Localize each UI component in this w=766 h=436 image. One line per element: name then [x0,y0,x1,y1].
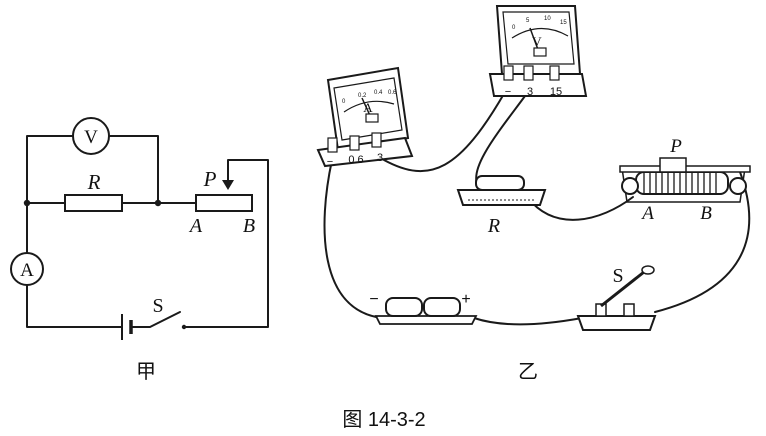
battery-negative: − [369,291,378,308]
switch-label: S [152,295,163,317]
wire-voltmeter-right [108,135,159,204]
wire-switch-blade [130,311,181,328]
slider-arrowhead [222,180,234,190]
wire-to-voltmeter-left [26,135,74,204]
ammeter-symbol [10,252,44,286]
slider-label: P [203,167,217,191]
resistor-device: R [456,175,547,237]
junction-right [154,199,162,207]
resistor-device-label: R [487,215,500,237]
wire-ammeter3-to-voltmeter-neg [383,91,506,173]
ammeter-tick-1: 0.2 [358,93,367,99]
ammeter-tick-2: 0.4 [374,90,383,96]
panel-label-yi: 乙 [518,361,538,383]
rheostat-end-a: A [640,203,654,224]
switch-device-label: S [612,265,623,287]
physical-diagram: 0 0.2 0.4 0.6 A − 0.6 3 0 5 10 15 V [316,5,751,383]
wire-battery-to-switch [473,317,583,326]
ammeter-tick-3: 0.6 [388,90,397,96]
schematic-diagram: V A R P A B S 甲 [10,117,269,383]
wire-rheostat-b-to-switch [654,171,751,313]
rheostat-device: P A B [619,136,751,224]
voltmeter-symbol [72,117,110,155]
ammeter-tick-0: 0 [342,99,346,105]
voltmeter-tick-2: 10 [544,16,551,22]
panel-label-jia: 甲 [136,361,156,383]
switch-device: S [576,265,657,331]
junction-left [23,199,31,207]
rheostat-end-b: B [700,203,712,224]
wire-r-to-voltmeter-neg [475,95,526,187]
resistor-label: R [87,170,101,194]
figure-caption: 图 14-3-2 [342,409,425,431]
wire-ammeter-to-battery [323,159,383,319]
voltmeter-terminal-15: 15 [550,86,562,98]
voltmeter-terminal-neg: − [505,86,511,98]
switch-contact [181,324,187,330]
wire-r-to-rheostat-a [527,196,634,221]
voltmeter-face-letter: V [532,34,542,49]
voltmeter-tick-1: 5 [526,18,530,24]
ammeter-device: 0 0.2 0.4 0.6 A − 0.6 3 [316,66,414,168]
wire-bottom-left [26,282,123,328]
end-b-label: B [243,215,255,237]
ammeter-letter: A [20,260,34,281]
voltmeter-letter: V [84,127,98,148]
ammeter-terminal-3: 3 [377,152,383,164]
rheostat-slider-label: P [669,136,682,157]
rheostat-symbol [195,194,253,212]
voltmeter-terminal-3: 3 [527,86,533,98]
resistor-symbol [64,194,123,212]
voltmeter-device: 0 5 10 15 V − 3 15 [488,5,588,98]
voltmeter-tick-3: 15 [560,20,567,26]
battery-device: − + [369,291,478,325]
ammeter-terminal-06: 0.6 [348,154,363,166]
wire-left-upper [26,202,66,256]
wire-right-loop [185,159,269,328]
end-a-label: A [188,215,203,237]
voltmeter-tick-0: 0 [512,25,516,31]
ammeter-face-letter: A [363,100,373,115]
battery-positive: + [461,291,470,308]
ammeter-terminal-neg: − [327,156,333,168]
